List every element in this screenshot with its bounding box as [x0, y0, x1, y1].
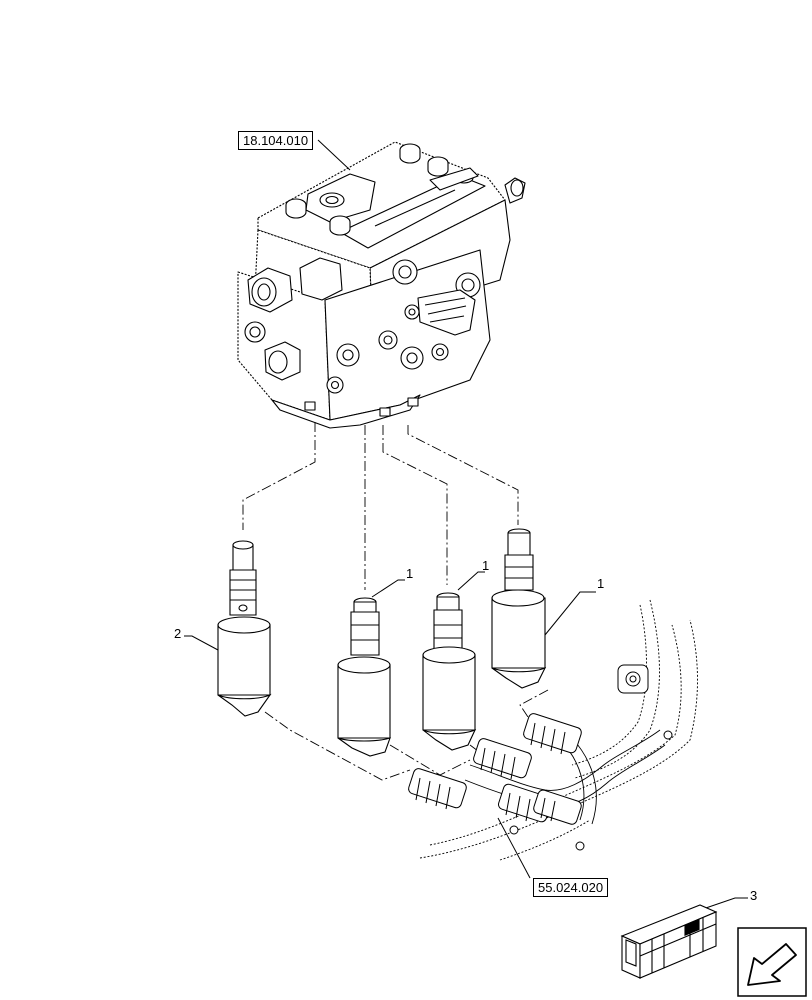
solenoid-b[interactable]: [422, 592, 477, 751]
harness-connectors: [408, 664, 673, 851]
callout-solenoid-left: 2: [174, 626, 182, 641]
solenoid-a[interactable]: [337, 597, 391, 757]
callout-solenoid-a: 1: [406, 566, 414, 581]
top-reference-box[interactable]: 18.104.010: [238, 131, 314, 150]
callout-leaders: [184, 571, 748, 911]
solenoid-c[interactable]: [491, 528, 547, 689]
callout-solenoid-b: 1: [482, 558, 490, 573]
top-ref-leader: [317, 139, 351, 171]
callout-solenoid-c: 1: [597, 576, 605, 591]
arrow-back-icon[interactable]: [737, 927, 807, 997]
callout-kit: 3: [750, 888, 758, 903]
assembly-lines: [242, 422, 549, 781]
solenoid-left[interactable]: [217, 540, 272, 717]
bottom-reference-box[interactable]: 55.024.020: [533, 878, 609, 897]
valve-block: [237, 141, 526, 429]
crate-icon: [620, 904, 718, 979]
